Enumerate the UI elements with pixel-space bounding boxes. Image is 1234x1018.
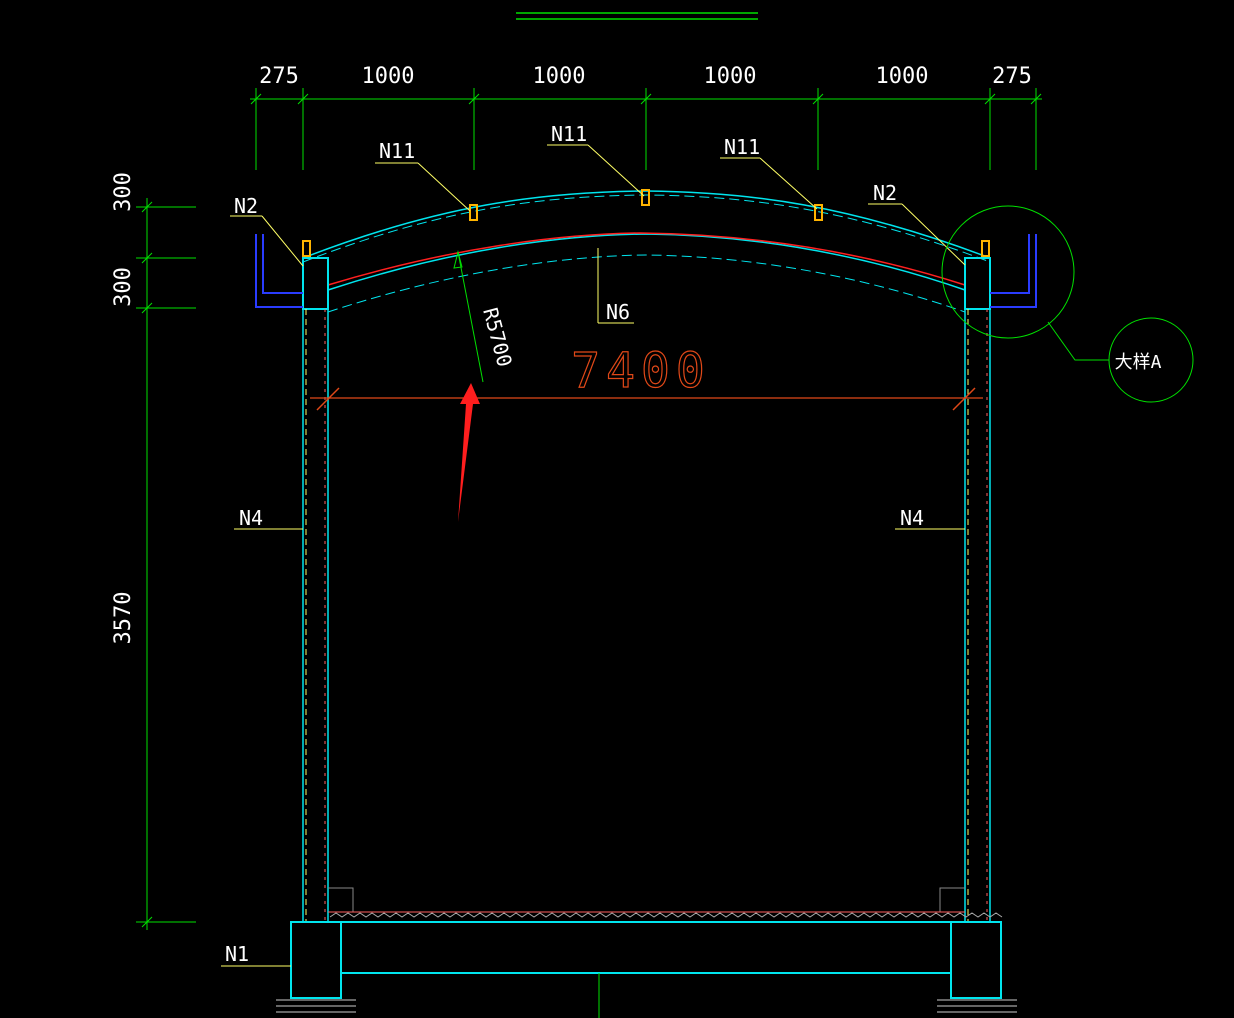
roof-inner-dashed [327, 254, 966, 313]
label-n11-right: N11 [724, 135, 760, 159]
label-leaders [221, 144, 966, 967]
label-n2-right: N2 [873, 181, 897, 205]
label-n11-mid: N11 [551, 122, 587, 146]
detail-circle [941, 205, 1075, 339]
foundation [276, 911, 1017, 1018]
top-dimension-chain [250, 88, 1042, 170]
roof-red-arc [327, 232, 966, 286]
label-n4-right: N4 [900, 506, 924, 530]
labels: N11 N11 N11 N2 N2 N6 N4 N4 N1 [225, 122, 924, 966]
span-text: 7400 [571, 343, 711, 399]
dim-text-300-bottom: 300 [111, 267, 136, 307]
arrow-icon [458, 383, 480, 522]
dim-text-1000-a: 1000 [362, 64, 415, 89]
block-right [814, 204, 823, 221]
label-n11-left: N11 [379, 139, 415, 163]
block-left [469, 204, 478, 221]
roof-inner-edge [327, 233, 966, 291]
detail-label-circle [1108, 317, 1194, 403]
left-dimension-labels: 300 300 3570 [111, 172, 136, 644]
dim-text-1000-d: 1000 [876, 64, 929, 89]
span-dimension: 7400 [310, 342, 983, 411]
block-mid [641, 189, 650, 206]
gutters [255, 234, 1037, 308]
radius-leader: R5700 [453, 250, 517, 383]
detail-callout: 大样A [941, 205, 1194, 403]
detail-label: 大样A [1115, 352, 1162, 373]
dim-text-275-left: 275 [259, 64, 299, 89]
drawing-title [516, 12, 758, 20]
dim-text-300-top: 300 [111, 172, 136, 212]
gutter-left [255, 234, 303, 308]
arched-roof [302, 190, 991, 313]
dim-text-3570: 3570 [111, 592, 136, 645]
radius-text: R5700 [478, 305, 517, 369]
footing-right [950, 921, 1002, 999]
dim-text-275-right: 275 [992, 64, 1032, 89]
dim-text-1000-c: 1000 [704, 64, 757, 89]
top-dimension-labels: 275 1000 1000 1000 1000 275 [259, 64, 1032, 89]
label-n2-left: N2 [234, 194, 258, 218]
dim-text-1000-b: 1000 [533, 64, 586, 89]
label-n6: N6 [606, 300, 630, 324]
red-arrow [458, 383, 480, 522]
walls [302, 309, 991, 922]
floor-hatch [329, 912, 1003, 918]
roof-blocks [302, 189, 990, 257]
block-edge-right [981, 240, 990, 257]
label-n4-left: N4 [239, 506, 263, 530]
block-edge-left [302, 240, 311, 257]
roof-outer-dashed [302, 194, 991, 263]
ring-beam-right [964, 257, 991, 310]
gutter-right [990, 234, 1037, 308]
label-n1: N1 [225, 942, 249, 966]
footing-left [290, 921, 342, 999]
left-dimension-chain [136, 198, 196, 930]
ring-beams [302, 257, 991, 310]
ring-beam-left [302, 257, 329, 310]
